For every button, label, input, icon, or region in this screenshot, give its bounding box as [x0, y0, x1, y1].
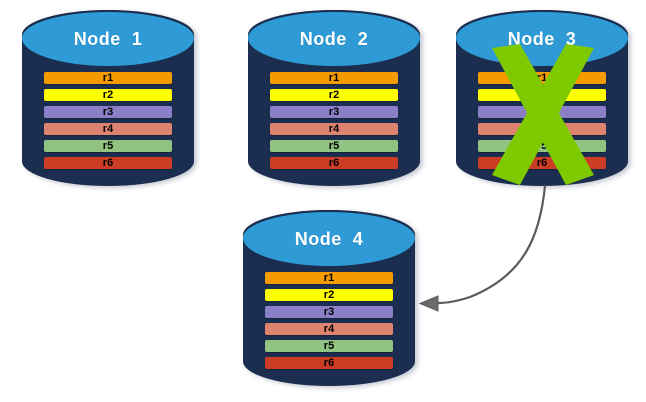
- node-3-cylinder-top: Node 3: [456, 10, 628, 66]
- node-2[interactable]: Node 2 r1 r2 r3 r4 r5 r6: [248, 10, 420, 186]
- node-1[interactable]: Node 1 r1 r2 r3 r4 r5 r6: [22, 10, 194, 186]
- node-3-row-r3[interactable]: r3: [478, 106, 606, 118]
- node-1-row-r1[interactable]: r1: [44, 72, 172, 84]
- node-2-row-r2[interactable]: r2: [270, 89, 398, 101]
- node-2-row-r4[interactable]: r4: [270, 123, 398, 135]
- connector-curve: [436, 184, 547, 305]
- node-3-row-r2[interactable]: r2: [478, 89, 606, 101]
- node-4-row-r2[interactable]: r2: [265, 289, 393, 301]
- node-2-row-r3[interactable]: r3: [270, 106, 398, 118]
- node-2-rows: r1 r2 r3 r4 r5 r6: [270, 72, 398, 169]
- node-4-cylinder-top: Node 4: [243, 210, 415, 266]
- node-3-rows: r1 r2 r3 r4 r5 r6: [478, 72, 606, 169]
- node-4-row-r3[interactable]: r3: [265, 306, 393, 318]
- node-1-row-r4[interactable]: r4: [44, 123, 172, 135]
- node-3-title: Node 3: [507, 28, 577, 49]
- node-2-row-r1[interactable]: r1: [270, 72, 398, 84]
- node-4-row-r6[interactable]: r6: [265, 357, 393, 369]
- node-3-row-r6[interactable]: r6: [478, 157, 606, 169]
- node-4-row-r4[interactable]: r4: [265, 323, 393, 335]
- node-2-row-r6[interactable]: r6: [270, 157, 398, 169]
- node-1-rows: r1 r2 r3 r4 r5 r6: [44, 72, 172, 169]
- node-4-row-r5[interactable]: r5: [265, 340, 393, 352]
- node-4-row-r1[interactable]: r1: [265, 272, 393, 284]
- connector-arrowhead-icon: [418, 295, 439, 312]
- node-4-title: Node 4: [294, 228, 364, 249]
- node-1-row-r3[interactable]: r3: [44, 106, 172, 118]
- node-3-row-r4[interactable]: r4: [478, 123, 606, 135]
- node-1-row-r6[interactable]: r6: [44, 157, 172, 169]
- node-4-rows: r1 r2 r3 r4 r5 r6: [265, 272, 393, 369]
- node-1-row-r2[interactable]: r2: [44, 89, 172, 101]
- node-2-row-r5[interactable]: r5: [270, 140, 398, 152]
- node-1-row-r5[interactable]: r5: [44, 140, 172, 152]
- node-1-cylinder-top: Node 1: [22, 10, 194, 66]
- node-3-row-r5[interactable]: r5: [478, 140, 606, 152]
- node-3-row-r1[interactable]: r1: [478, 72, 606, 84]
- node-2-cylinder-top: Node 2: [248, 10, 420, 66]
- node-2-title: Node 2: [299, 28, 369, 49]
- node-3[interactable]: Node 3 r1 r2 r3 r4 r5 r6: [456, 10, 628, 186]
- node-4[interactable]: Node 4 r1 r2 r3 r4 r5 r6: [243, 210, 415, 386]
- node-1-title: Node 1: [73, 28, 143, 49]
